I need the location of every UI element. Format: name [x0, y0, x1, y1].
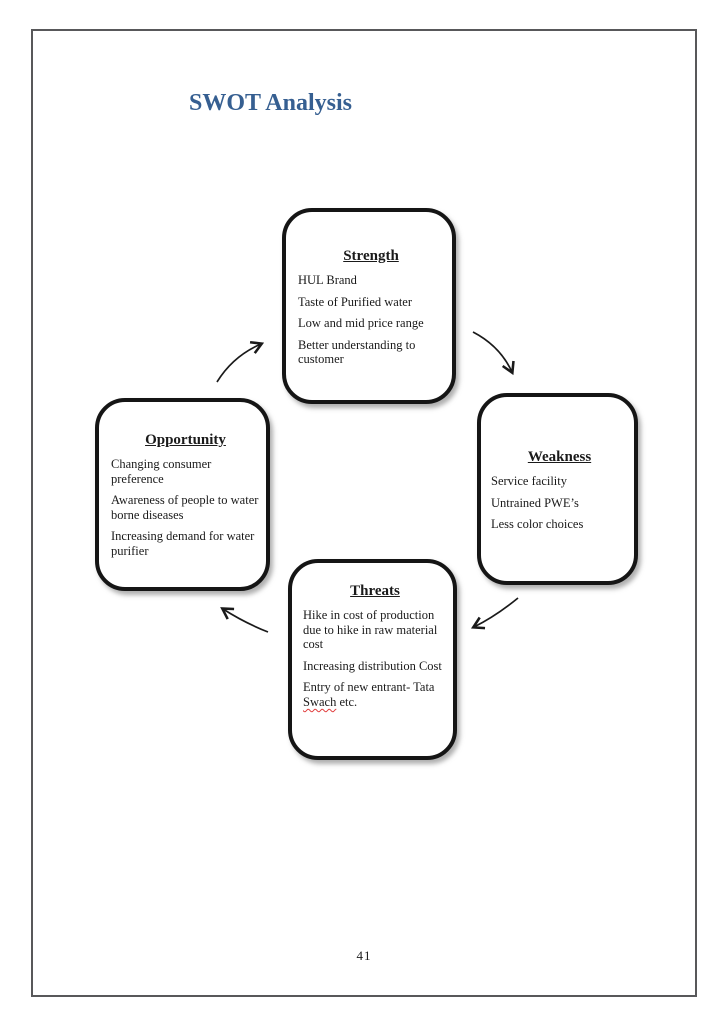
entrant-text-prefix: Entry of new entrant- Tata [303, 680, 435, 695]
opportunity-item: Increasing demand for water purifier [111, 529, 255, 558]
opportunity-heading: Opportunity [145, 432, 226, 448]
page-border [31, 29, 697, 997]
threats-box: Threats Hike in cost of production due t… [288, 559, 457, 760]
opportunity-box: Opportunity Changing consumer preference… [95, 398, 270, 591]
weakness-box: Weakness Service facility Untrained PWE’… [477, 393, 638, 585]
misspelled-word: Swach [303, 694, 337, 709]
opportunity-item: Awareness of people to water borne disea… [111, 493, 259, 522]
page-number: 41 [356, 948, 372, 963]
strength-box: Strength HUL Brand Taste of Purified wat… [282, 208, 456, 404]
weakness-item: Less color choices [491, 517, 584, 532]
threats-item: Hike in cost of production due to hike i… [303, 608, 438, 652]
page-title: SWOT Analysis [189, 90, 352, 116]
entrant-text-suffix: etc. [336, 694, 358, 709]
threats-item: Increasing distribution Cost [303, 658, 442, 673]
strength-item: Taste of Purified water [298, 294, 413, 309]
strength-item: Better understanding to customer [298, 337, 416, 367]
strength-heading: Strength [343, 248, 399, 264]
strength-item: Low and mid price range [298, 316, 424, 331]
threats-item-entrant: Entry of new entrant- Tata Swach etc. [303, 680, 447, 709]
weakness-item: Untrained PWE’s [491, 495, 579, 510]
weakness-heading: Weakness [527, 449, 592, 465]
threats-heading: Threats [350, 583, 400, 599]
opportunity-item: Changing consumer preference [111, 457, 212, 486]
weakness-item: Service facility [491, 474, 568, 489]
strength-item: HUL Brand [298, 273, 357, 288]
